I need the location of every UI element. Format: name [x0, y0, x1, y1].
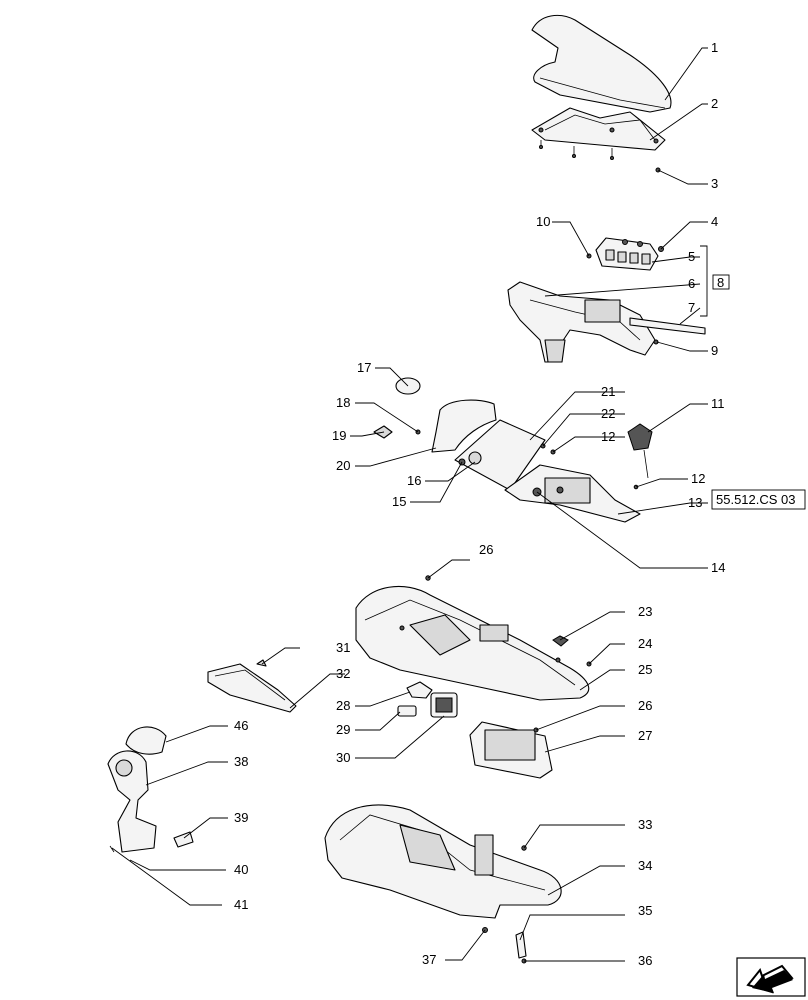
callout-26-a: 26 — [479, 542, 493, 557]
callout-28: 28 — [336, 698, 350, 713]
callout-40: 40 — [234, 862, 248, 877]
callout-23: 23 — [638, 604, 652, 619]
callout-26-b: 26 — [638, 698, 652, 713]
part-joystick-cover-20 — [431, 399, 497, 453]
callout-11: 11 — [711, 396, 725, 411]
leader-lines — [111, 47, 708, 962]
reference-link[interactable]: 55.512.CS 03 — [711, 489, 806, 510]
part-plug-23 — [552, 635, 569, 647]
callout-17: 17 — [357, 360, 371, 375]
callout-33: 33 — [638, 817, 652, 832]
callout-labels: 1 2 3 4 5 6 7 8 9 10 11 12 12 13 14 15 1… — [234, 40, 725, 968]
callout-20: 20 — [336, 458, 350, 473]
part-switch-11 — [627, 423, 653, 490]
callout-39: 39 — [234, 810, 248, 825]
part-side-trim — [207, 659, 297, 713]
callout-9: 9 — [711, 343, 718, 358]
part-28 — [406, 681, 433, 699]
callout-10: 10 — [536, 214, 550, 229]
part-switch-block — [586, 237, 664, 271]
reference-text[interactable]: 55.512.CS 03 — [716, 492, 796, 507]
callout-13: 13 — [688, 495, 702, 510]
callout-6: 6 — [688, 276, 695, 291]
callout-34: 34 — [638, 858, 652, 873]
callout-32: 32 — [336, 666, 350, 681]
callout-38: 38 — [234, 754, 248, 769]
callout-1: 1 — [711, 40, 718, 55]
part-support-bracket — [507, 281, 706, 363]
part-30 — [430, 692, 458, 718]
part-armrest-cover — [531, 14, 672, 113]
callout-4: 4 — [711, 214, 718, 229]
callout-8: 8 — [717, 275, 724, 290]
callout-7: 7 — [688, 300, 695, 315]
callout-27: 27 — [638, 728, 652, 743]
part-electronics-module — [469, 721, 553, 779]
callout-36: 36 — [638, 953, 652, 968]
callout-24: 24 — [638, 636, 652, 651]
callout-18: 18 — [336, 395, 350, 410]
part-base-plate — [531, 107, 666, 173]
callout-15: 15 — [392, 494, 406, 509]
part-29 — [397, 705, 417, 717]
callout-14: 14 — [711, 560, 725, 575]
callout-5: 5 — [688, 249, 695, 264]
callout-30: 30 — [336, 750, 350, 765]
callout-19: 19 — [332, 428, 346, 443]
part-control-board — [454, 419, 556, 491]
callout-29: 29 — [336, 722, 350, 737]
part-upper-housing — [355, 585, 590, 701]
callout-12-b: 12 — [691, 471, 705, 486]
callout-21: 21 — [601, 384, 615, 399]
arrow-navigation-icon[interactable] — [736, 957, 806, 997]
part-lower-housing — [324, 804, 562, 919]
callout-2: 2 — [711, 96, 718, 111]
part-39 — [173, 831, 194, 848]
callout-35: 35 — [638, 903, 652, 918]
part-console-panel — [504, 464, 641, 523]
callout-3: 3 — [711, 176, 718, 191]
ref-box-8 — [712, 274, 730, 290]
part-joystick-38 — [107, 750, 157, 853]
callout-31: 31 — [336, 640, 350, 655]
group-bracket-8 — [700, 245, 708, 317]
callout-12-a: 12 — [601, 429, 615, 444]
callout-22: 22 — [601, 406, 615, 421]
callout-37: 37 — [422, 952, 436, 967]
callout-16: 16 — [407, 473, 421, 488]
part-joystick-cap-46 — [125, 726, 167, 755]
callout-41: 41 — [234, 897, 248, 912]
callout-46: 46 — [234, 718, 248, 733]
callout-25: 25 — [638, 662, 652, 677]
